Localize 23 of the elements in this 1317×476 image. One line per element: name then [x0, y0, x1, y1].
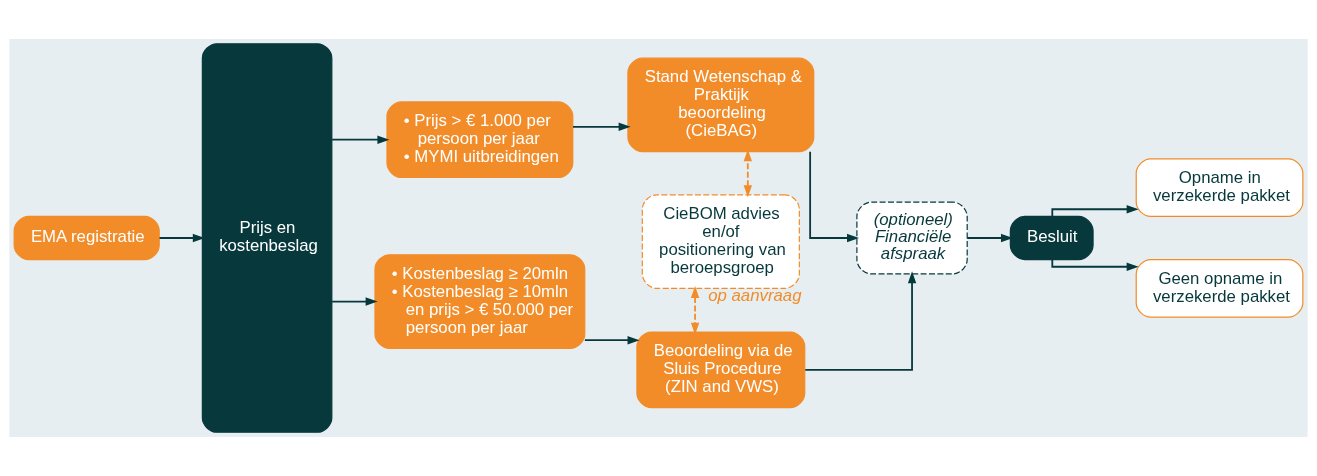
arrow — [572, 122, 631, 131]
arrow — [158, 233, 205, 243]
node-box: (optioneel) Financiële afspraak — [856, 201, 968, 275]
node-box: CieBOM advies en/of positionering van beroepsgroep — [641, 194, 800, 289]
node-box: • Prijs > € 1.000 per persoon per jaar • MYMI uitbreidingen — [386, 101, 574, 179]
node-box: • Kostenbeslag ≥ 20mln • Kostenbeslag ≥ 10mln en prijs > € 50.000 per persoon per jaar — [374, 254, 586, 349]
arrow — [809, 150, 860, 243]
node-box: Prijs en kostenbeslag — [201, 43, 333, 433]
node-box: Stand Wetenschap & Praktijk beoordeling (CieBAG) — [627, 57, 815, 153]
arrow — [966, 233, 1013, 243]
arrow — [1051, 258, 1139, 271]
node-box: EMA registratie — [13, 215, 160, 261]
arrow — [690, 285, 700, 335]
node-box: Geen opname in verzekerde pakket — [1135, 258, 1304, 318]
arrow — [331, 297, 378, 306]
arrow — [583, 336, 640, 345]
arrow — [743, 149, 752, 198]
node-box: Besluit — [1009, 215, 1094, 261]
arrow — [1051, 205, 1139, 218]
node-box: Opname in verzekerde pakket — [1135, 158, 1304, 217]
arrow — [804, 271, 917, 371]
node-box: Beoordeling via de Sluis Procedure (ZIN and VWS) — [636, 331, 806, 409]
arrow — [331, 135, 390, 144]
